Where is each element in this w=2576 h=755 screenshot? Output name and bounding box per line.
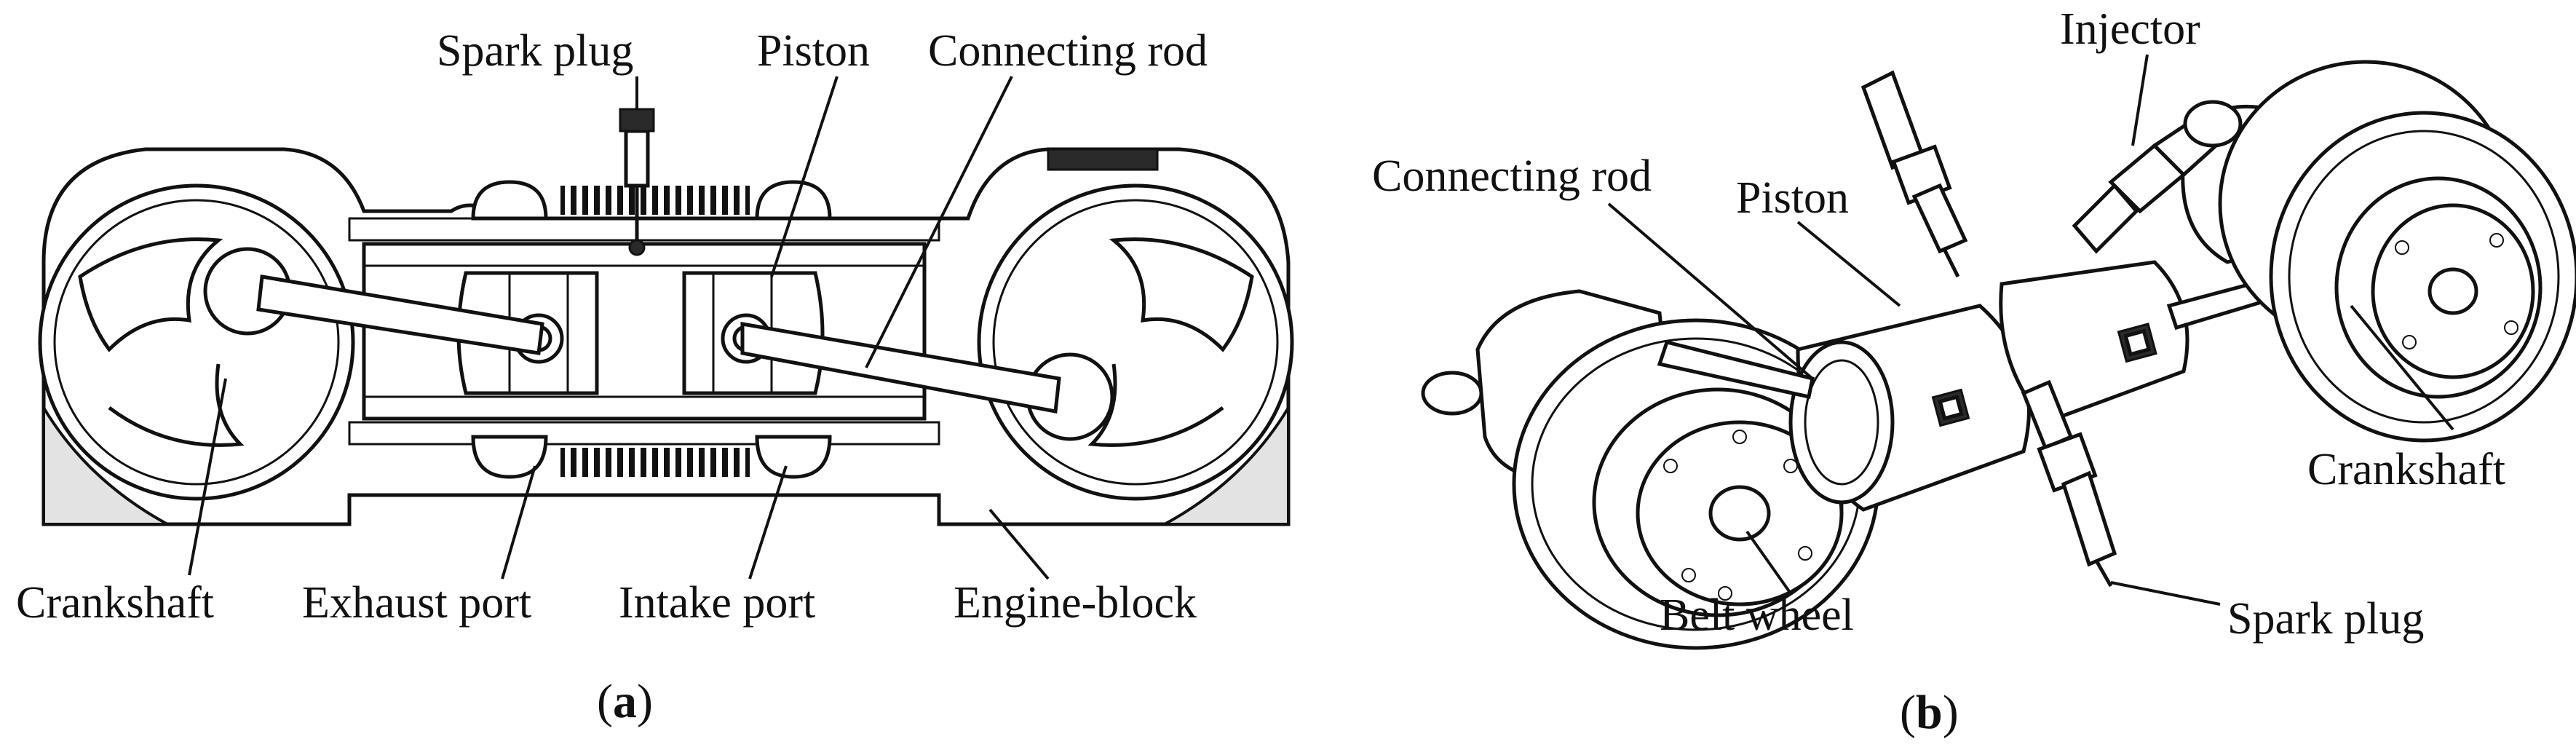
label-spark-plug-b: Spark plug	[2227, 594, 2424, 644]
panel-b-exploded-view	[1421, 60, 2576, 650]
label-exhaust-port: Exhaust port	[302, 578, 531, 628]
cylinder-fins-top	[560, 186, 750, 215]
label-piston-a: Piston	[757, 26, 870, 76]
caption-b: (b)	[1900, 686, 1959, 739]
label-intake-port: Intake port	[619, 578, 815, 628]
label-spark-plug-a: Spark plug	[437, 26, 633, 76]
spark-plug-b	[2021, 379, 2117, 588]
intake-port	[755, 435, 832, 479]
exhaust-port	[471, 435, 548, 479]
right-belt-wheel-assembly	[2181, 60, 2576, 443]
spark-plug-a	[619, 108, 655, 256]
label-crankshaft-a: Crankshaft	[16, 578, 214, 628]
label-belt-wheel: Belt wheel	[1660, 590, 1854, 640]
exhaust-port-top	[471, 180, 548, 221]
piston-b	[1788, 304, 2031, 512]
label-connecting-rod-a: Connecting rod	[928, 26, 1208, 76]
caption-b-letter: b	[1916, 686, 1943, 739]
panel-b-leaders	[1607, 54, 2454, 606]
label-piston-b: Piston	[1736, 173, 1849, 223]
panel-a-engine-section	[38, 108, 1294, 526]
panel-a-leaders	[188, 76, 1050, 580]
top-right-fitting	[1047, 148, 1159, 171]
caption-a: (a)	[597, 675, 653, 728]
right-connecting-rod	[740, 322, 1061, 414]
left-connecting-rod-b	[1657, 340, 1815, 399]
injector	[2072, 100, 2243, 254]
spark-plug-b-top	[1860, 70, 1968, 278]
left-crank-housing	[38, 183, 355, 501]
label-connecting-rod-b: Connecting rod	[1372, 151, 1652, 201]
belt-wheel	[1636, 420, 1844, 606]
cylinder-fins-bottom	[560, 448, 750, 477]
label-injector: Injector	[2060, 4, 2200, 54]
right-crank-housing	[977, 183, 1294, 501]
caption-a-letter: a	[613, 675, 637, 728]
left-connecting-rod	[256, 274, 544, 355]
label-engine-block: Engine-block	[954, 578, 1197, 628]
label-crankshaft-b: Crankshaft	[2307, 445, 2505, 494]
intake-port-top	[755, 180, 832, 221]
